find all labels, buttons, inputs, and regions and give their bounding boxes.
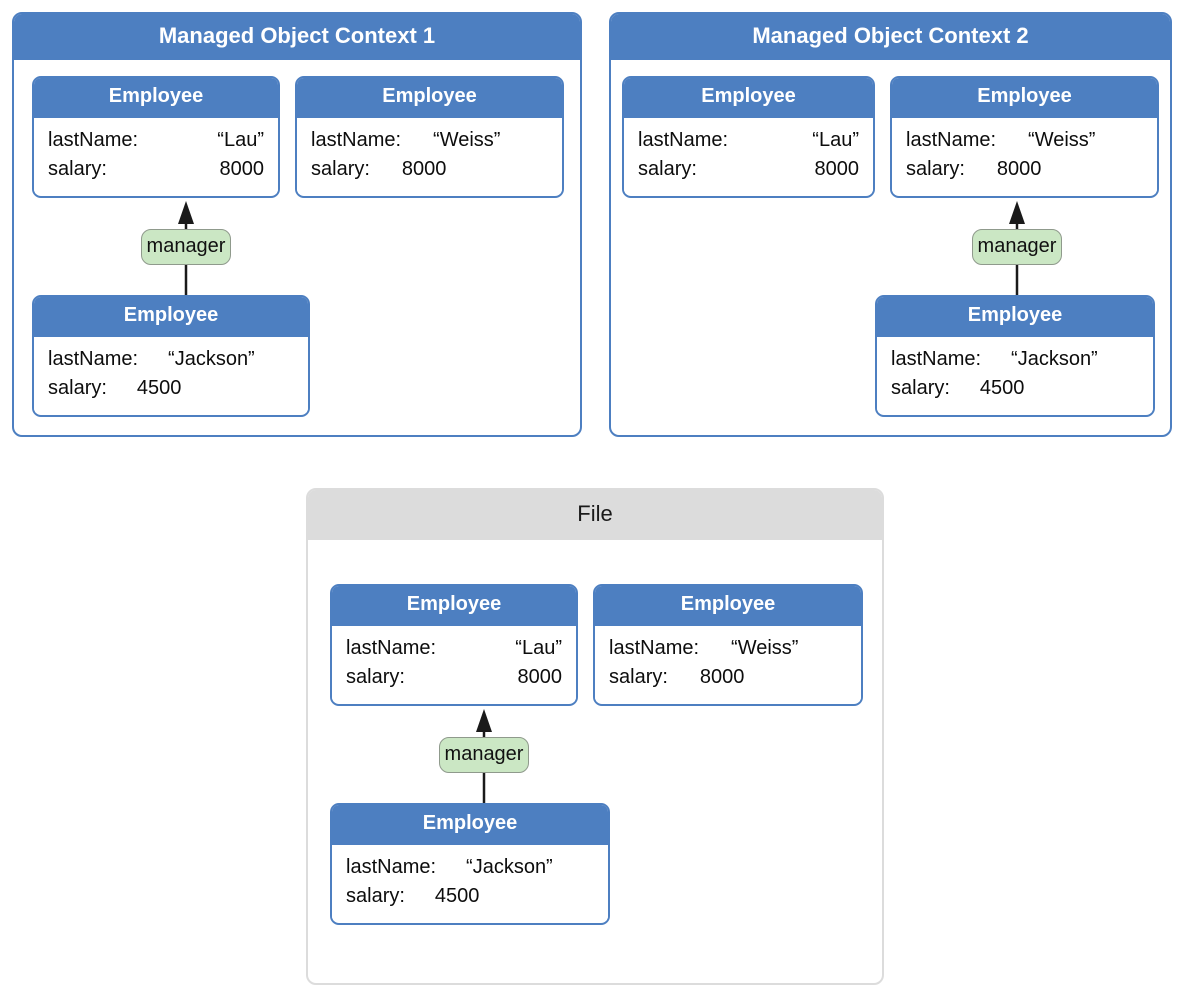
attribute-row-lastname: lastName: “Weiss” (595, 634, 861, 663)
entity-card-employee-lau[interactable]: Employee lastName: “Lau” salary: 8000 (622, 76, 875, 198)
entity-title: Employee (34, 78, 278, 118)
attribute-row-lastname: lastName: “Weiss” (297, 126, 562, 155)
panel-managed-object-context-1: Managed Object Context 1 Employee lastNa… (12, 12, 582, 437)
attribute-row-salary: salary: 8000 (892, 155, 1157, 184)
attribute-label-salary: salary: (638, 158, 697, 180)
entity-attributes: lastName: “Jackson” salary: 4500 (877, 337, 1153, 413)
attribute-value-salary: 8000 (996, 158, 1042, 180)
attribute-label-salary: salary: (48, 158, 107, 180)
entity-card-employee-weiss[interactable]: Employee lastName: “Weiss” salary: 8000 (593, 584, 863, 706)
attribute-value-lastname: “Lau” (812, 129, 859, 151)
entity-title: Employee (297, 78, 562, 118)
attribute-label-lastname: lastName: (48, 129, 139, 151)
attribute-value-salary: 4500 (434, 885, 480, 907)
attribute-row-salary: salary: 4500 (332, 882, 608, 911)
attribute-row-lastname: lastName: “Weiss” (892, 126, 1157, 155)
attribute-value-lastname: “Jackson” (168, 348, 255, 370)
entity-card-employee-jackson[interactable]: Employee lastName: “Jackson” salary: 450… (875, 295, 1155, 417)
panel-body-file: Employee lastName: “Lau” salary: 8000 Em… (308, 540, 882, 983)
attribute-label-salary: salary: (906, 158, 965, 180)
attribute-value-salary: 4500 (979, 377, 1025, 399)
relationship-label-manager[interactable]: manager (439, 737, 529, 773)
entity-title: Employee (332, 586, 576, 626)
attribute-label-salary: salary: (311, 158, 370, 180)
entity-attributes: lastName: “Jackson” salary: 4500 (34, 337, 308, 413)
attribute-label-lastname: lastName: (891, 348, 982, 370)
entity-attributes: lastName: “Lau” salary: 8000 (34, 118, 278, 194)
attribute-value-salary: 8000 (814, 158, 860, 180)
attribute-row-salary: salary: 8000 (34, 155, 278, 184)
relationship-manager-ctx1: manager (138, 198, 258, 298)
attribute-row-lastname: lastName: “Jackson” (34, 345, 308, 374)
panel-title-context-1: Managed Object Context 1 (14, 14, 580, 60)
entity-attributes: lastName: “Lau” salary: 8000 (332, 626, 576, 702)
attribute-value-salary: 8000 (699, 666, 745, 688)
relationship-manager-file: manager (436, 706, 556, 806)
attribute-row-salary: salary: 8000 (595, 663, 861, 692)
attribute-row-salary: salary: 8000 (332, 663, 576, 692)
attribute-value-salary: 8000 (219, 158, 265, 180)
attribute-label-lastname: lastName: (346, 637, 437, 659)
panel-file: File Employee lastName: “Lau” salary: 80… (306, 488, 884, 985)
entity-title: Employee (892, 78, 1157, 118)
entity-attributes: lastName: “Weiss” salary: 8000 (595, 626, 861, 702)
attribute-row-salary: salary: 8000 (624, 155, 873, 184)
attribute-row-lastname: lastName: “Lau” (624, 126, 873, 155)
attribute-value-lastname: “Jackson” (466, 856, 553, 878)
attribute-value-salary: 4500 (136, 377, 182, 399)
attribute-label-salary: salary: (346, 666, 405, 688)
relationship-manager-ctx2: manager (969, 198, 1089, 298)
relationship-label-manager[interactable]: manager (141, 229, 231, 265)
attribute-row-salary: salary: 4500 (877, 374, 1153, 403)
attribute-value-salary: 8000 (517, 666, 563, 688)
attribute-row-lastname: lastName: “Jackson” (332, 853, 608, 882)
attribute-value-salary: 8000 (401, 158, 447, 180)
attribute-label-salary: salary: (609, 666, 668, 688)
entity-card-employee-jackson[interactable]: Employee lastName: “Jackson” salary: 450… (330, 803, 610, 925)
entity-card-employee-jackson[interactable]: Employee lastName: “Jackson” salary: 450… (32, 295, 310, 417)
attribute-row-salary: salary: 4500 (34, 374, 308, 403)
entity-title: Employee (34, 297, 308, 337)
panel-title-file: File (308, 490, 882, 540)
attribute-label-lastname: lastName: (311, 129, 402, 151)
entity-title: Employee (877, 297, 1153, 337)
entity-attributes: lastName: “Lau” salary: 8000 (624, 118, 873, 194)
entity-title: Employee (595, 586, 861, 626)
panel-body-context-2: Employee lastName: “Lau” salary: 8000 Em… (611, 60, 1170, 435)
attribute-label-lastname: lastName: (638, 129, 729, 151)
entity-card-employee-lau[interactable]: Employee lastName: “Lau” salary: 8000 (330, 584, 578, 706)
entity-title: Employee (332, 805, 608, 845)
attribute-value-lastname: “Lau” (217, 129, 264, 151)
attribute-label-salary: salary: (48, 377, 107, 399)
panel-title-context-2: Managed Object Context 2 (611, 14, 1170, 60)
attribute-row-lastname: lastName: “Jackson” (877, 345, 1153, 374)
entity-attributes: lastName: “Jackson” salary: 4500 (332, 845, 608, 921)
attribute-label-salary: salary: (346, 885, 405, 907)
attribute-row-lastname: lastName: “Lau” (332, 634, 576, 663)
attribute-label-lastname: lastName: (346, 856, 437, 878)
attribute-label-salary: salary: (891, 377, 950, 399)
entity-title: Employee (624, 78, 873, 118)
attribute-value-lastname: “Jackson” (1011, 348, 1098, 370)
attribute-value-lastname: “Lau” (515, 637, 562, 659)
attribute-row-salary: salary: 8000 (297, 155, 562, 184)
entity-card-employee-lau[interactable]: Employee lastName: “Lau” salary: 8000 (32, 76, 280, 198)
attribute-value-lastname: “Weiss” (731, 637, 799, 659)
attribute-label-lastname: lastName: (906, 129, 997, 151)
panel-body-context-1: Employee lastName: “Lau” salary: 8000 Em… (14, 60, 580, 435)
attribute-row-lastname: lastName: “Lau” (34, 126, 278, 155)
entity-attributes: lastName: “Weiss” salary: 8000 (892, 118, 1157, 194)
attribute-label-lastname: lastName: (609, 637, 700, 659)
entity-card-employee-weiss[interactable]: Employee lastName: “Weiss” salary: 8000 (295, 76, 564, 198)
attribute-value-lastname: “Weiss” (1028, 129, 1096, 151)
entity-card-employee-weiss[interactable]: Employee lastName: “Weiss” salary: 8000 (890, 76, 1159, 198)
relationship-label-manager[interactable]: manager (972, 229, 1062, 265)
entity-attributes: lastName: “Weiss” salary: 8000 (297, 118, 562, 194)
attribute-value-lastname: “Weiss” (433, 129, 501, 151)
panel-managed-object-context-2: Managed Object Context 2 Employee lastNa… (609, 12, 1172, 437)
attribute-label-lastname: lastName: (48, 348, 139, 370)
